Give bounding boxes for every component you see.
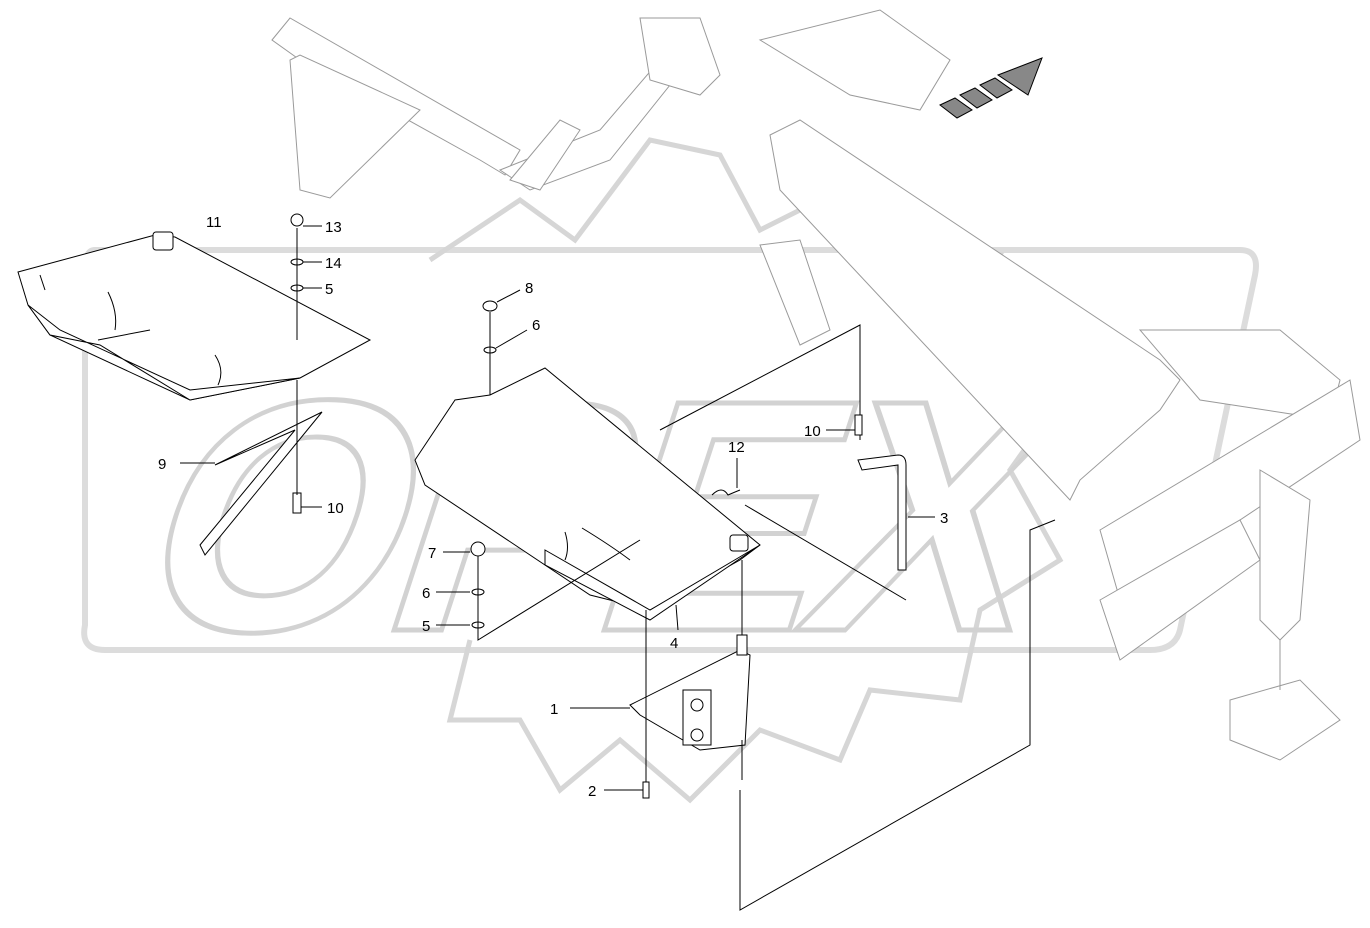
machine-frame-background [271,9,1361,761]
part-9-bracket [199,411,323,556]
callout-11: 11 [206,214,222,231]
callout-10-left: 10 [327,500,344,517]
callout-13: 13 [325,219,342,236]
callout-6-upper: 6 [532,317,540,334]
callout-14: 14 [325,255,342,272]
part-3-pin [857,454,907,571]
callout-12: 12 [728,439,745,456]
callout-2: 2 [588,783,596,800]
callout-5-lower: 5 [422,618,430,635]
callout-7: 7 [428,545,436,562]
callout-5-upper: 5 [325,281,333,298]
part-4-shield [414,367,761,621]
part-12-clip [711,489,741,496]
part-11-shield [17,231,372,401]
callout-labels: 1 2 3 4 5 5 6 6 7 8 9 10 10 11 12 13 14 [158,214,948,800]
part-1-bracket [629,634,751,780]
callout-leaders [180,225,935,791]
callout-6-lower: 6 [422,585,430,602]
direction-arrow-icon [939,57,1043,119]
callout-9: 9 [158,456,166,473]
callout-1: 1 [550,701,558,718]
assembly-lines [296,228,1056,911]
callout-4: 4 [670,635,678,652]
callout-3: 3 [940,510,948,527]
callout-8: 8 [525,280,533,297]
callout-10-right: 10 [804,423,821,440]
